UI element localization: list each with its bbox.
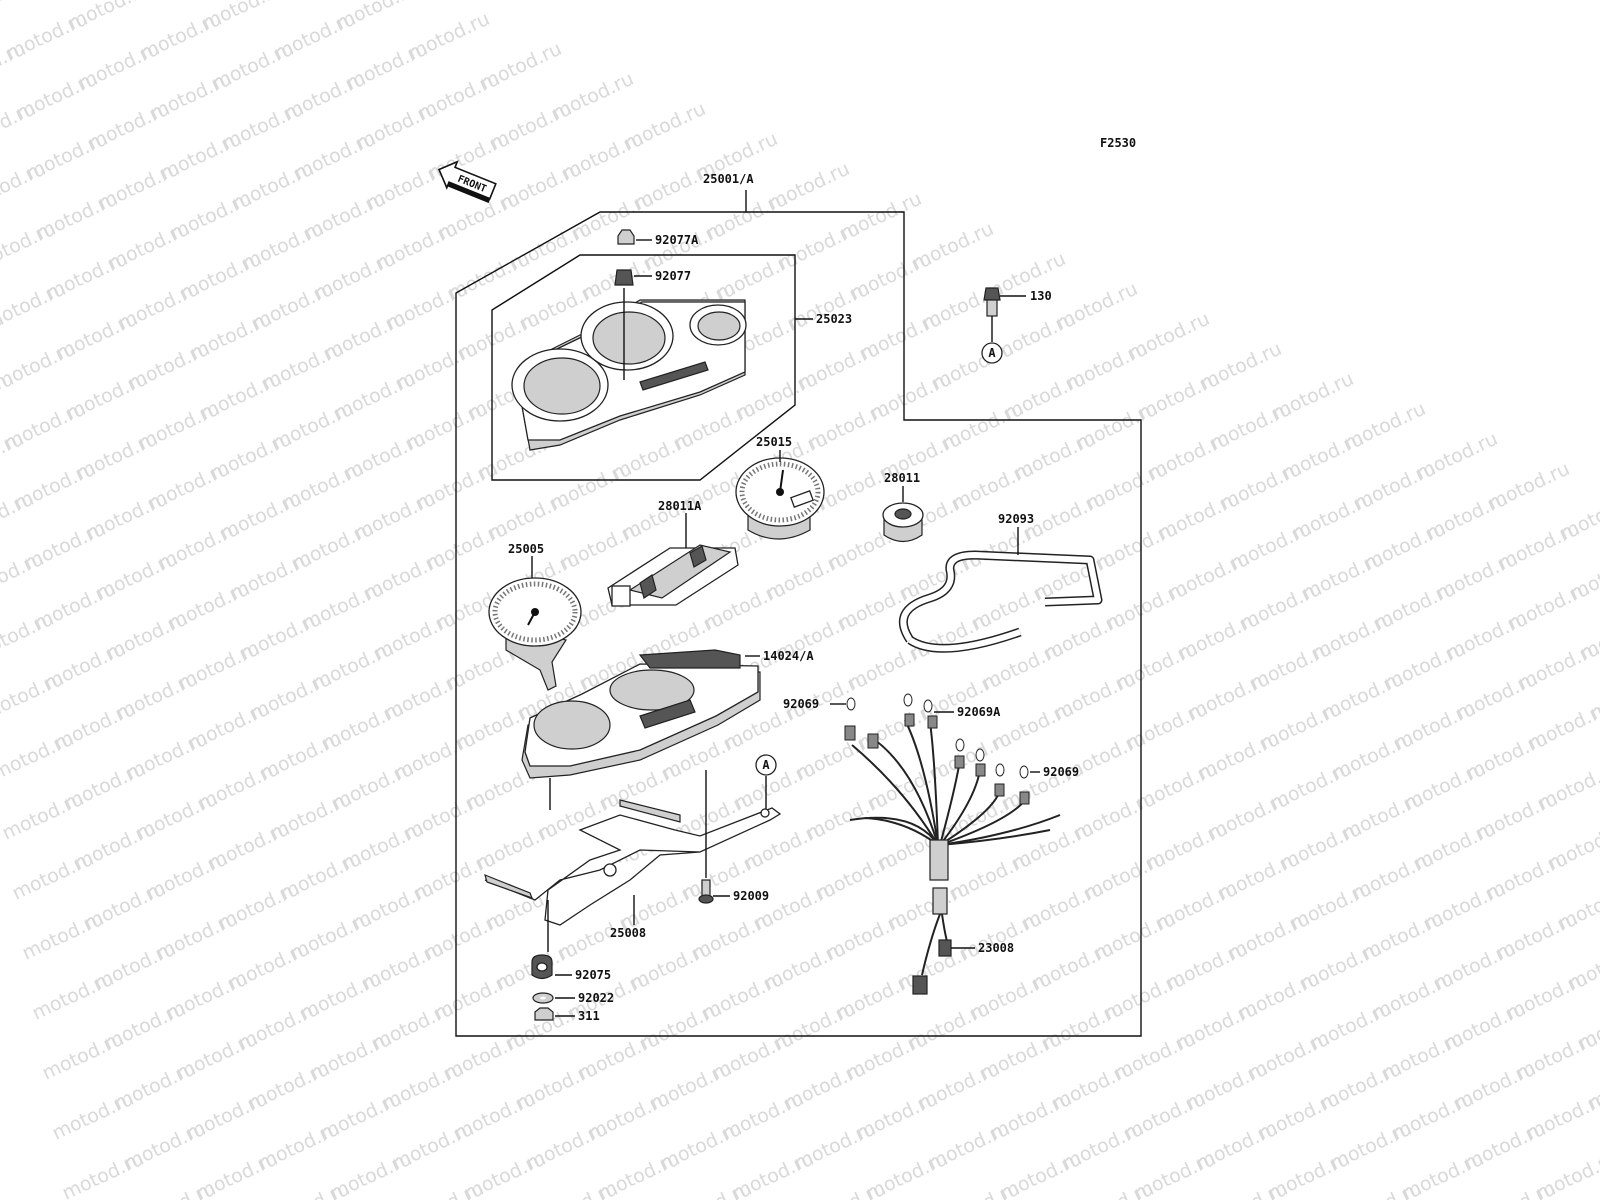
watermark-text: motod.ru: [265, 1178, 353, 1200]
label-92075: 92075: [575, 968, 611, 982]
watermark-text: motod.ru: [0, 158, 49, 215]
watermark-text: motod.ru: [0, 98, 39, 155]
watermark-text: motod.ru: [801, 1178, 889, 1200]
label-92069-left: 92069: [783, 697, 819, 711]
watermark-text: motod.ru: [935, 1178, 1023, 1200]
ref-mark-a-lower: A: [755, 754, 777, 812]
watermark-text: motod.ru: [39, 1028, 127, 1085]
watermark-text: motod.ru: [29, 968, 117, 1025]
label-92009: 92009: [733, 889, 769, 903]
label-92069a: 92069A: [957, 705, 1001, 719]
label-92022: 92022: [578, 991, 614, 1005]
tachometer-25015: 25015: [735, 435, 825, 540]
label-28011a: 28011A: [658, 499, 702, 513]
screw-92009: 92009: [698, 770, 769, 904]
watermark-text: motod.ru: [0, 728, 77, 785]
socket-28011: 28011: [882, 471, 924, 543]
nut-311: 311: [534, 1007, 600, 1023]
label-311: 311: [578, 1009, 600, 1023]
watermark-text: motod.ru: [0, 0, 19, 35]
bolt-130: 130 A: [981, 287, 1052, 364]
watermark-text: motod.ru: [0, 548, 47, 605]
watermark-text: motod.ru: [533, 1178, 621, 1200]
meter-case-14024a: 14024/A: [521, 649, 814, 810]
watermark-text: motod.ru: [131, 1178, 219, 1200]
watermark-text: motod.ru: [59, 1148, 147, 1200]
label-28011: 28011: [884, 471, 920, 485]
label-23008: 23008: [978, 941, 1014, 955]
svg-text:A: A: [762, 758, 770, 772]
rubber-cap-92077a: 92077A: [617, 229, 699, 247]
watermark-text: motod.ru: [399, 1178, 487, 1200]
washer-92022: 92022: [532, 991, 614, 1005]
label-25015: 25015: [756, 435, 792, 449]
label-92069-right: 92069: [1043, 765, 1079, 779]
watermark-text: motod.ru: [1471, 1178, 1559, 1200]
watermark-text: motod.ru: [0, 788, 87, 845]
watermark-text: motod.ru: [0, 668, 67, 725]
watermark-text: motod.ru: [9, 848, 97, 905]
front-arrow-icon: FRONT: [437, 160, 497, 204]
bulb-assembly-28011a: 28011A: [607, 499, 739, 607]
watermark-text: motod.ru: [49, 1088, 137, 1145]
watermark-text: motod.ru: [1203, 1178, 1291, 1200]
watermark-text: motod.ru: [667, 1178, 755, 1200]
label-14024a: 14024/A: [763, 649, 814, 663]
speedometer-25005: 25005: [488, 542, 582, 691]
watermark-text: motod.ru: [0, 488, 37, 545]
watermark-text: motod.ru: [19, 908, 107, 965]
seal-92093: 92093: [898, 512, 1103, 653]
meter-cover: [511, 288, 747, 451]
label-92093: 92093: [998, 512, 1034, 526]
ref-mark-a-top: A: [988, 346, 996, 360]
wiring-harness-23008: 23008: [844, 693, 1061, 995]
label-92077: 92077: [655, 269, 691, 283]
label-92077a: 92077A: [655, 233, 699, 247]
label-130: 130: [1030, 289, 1052, 303]
label-25005: 25005: [508, 542, 544, 556]
grommet-92075: 92075: [531, 900, 611, 982]
label-25023: 25023: [816, 312, 852, 326]
label-25008: 25008: [610, 926, 646, 940]
assembly-outline: [455, 211, 1142, 1037]
damper-92077: 92077: [614, 269, 691, 286]
figure-code: F2530: [1100, 136, 1136, 150]
meter-cover-outline: [491, 254, 796, 481]
watermark-text: motod.ru: [0, 278, 69, 335]
watermark-text: motod.ru: [0, 608, 57, 665]
watermark-text: motod.ru: [1337, 1178, 1425, 1200]
watermark-text: motod.ru: [1069, 1178, 1157, 1200]
watermark-text: motod.ru: [0, 218, 59, 275]
label-25001a: 25001/A: [703, 172, 754, 186]
